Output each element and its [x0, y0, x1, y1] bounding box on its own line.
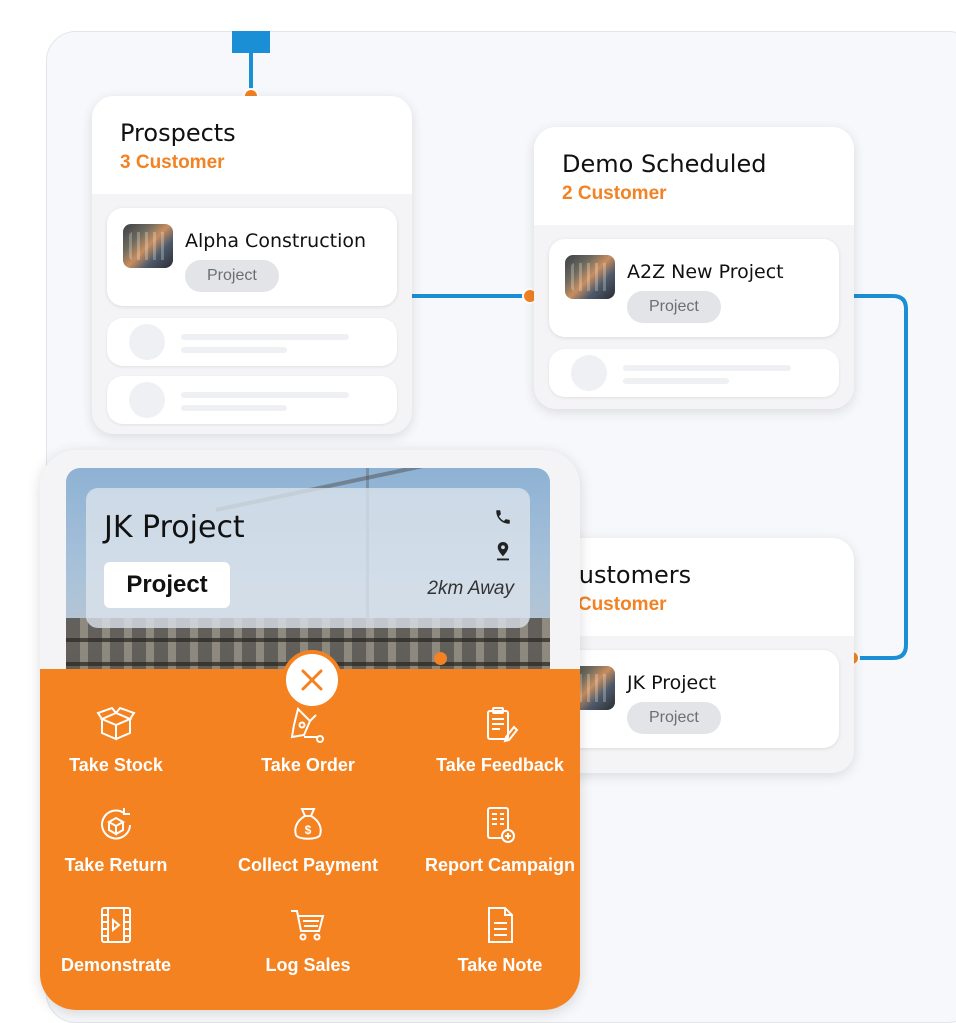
action-take-return[interactable]: Take Return — [40, 805, 206, 876]
entry-node — [232, 31, 270, 53]
phone-icon[interactable] — [494, 508, 512, 531]
cart-icon — [291, 910, 325, 941]
customer-name: Alpha Construction — [185, 230, 367, 252]
stage-title: Prospects — [120, 119, 236, 147]
customer-item[interactable]: A2Z New Project Project — [549, 239, 839, 337]
action-label: Take Order — [261, 755, 355, 775]
return-box-icon — [101, 808, 131, 840]
action-take-feedback[interactable]: Take Feedback — [410, 705, 580, 776]
clipboard-edit-icon — [487, 707, 519, 743]
stage-count: 2 Customer — [562, 183, 667, 204]
placeholder-item — [107, 318, 397, 366]
location-pin-icon[interactable] — [494, 540, 512, 567]
film-play-icon — [101, 907, 131, 943]
action-label: Report Campaign — [424, 855, 575, 875]
action-label: Take Stock — [69, 755, 163, 775]
project-distance: 2km Away — [427, 578, 514, 599]
action-label: Take Return — [64, 855, 168, 875]
action-label: Log Sales — [265, 955, 351, 975]
customer-tag: Project — [627, 291, 721, 323]
project-output-port[interactable] — [434, 652, 447, 665]
stage-card-customers[interactable]: Customers 1 Customer JK Project Project — [534, 538, 854, 773]
connector-lines — [232, 31, 908, 666]
action-log-sales[interactable]: Log Sales — [218, 905, 398, 976]
customer-name: JK Project — [627, 672, 717, 694]
stage-count: 1 Customer — [562, 594, 667, 615]
stage-title: Customers — [562, 561, 692, 589]
stage-card-prospects[interactable]: Prospects 3 Customer Alpha Construction … — [92, 96, 412, 434]
report-add-icon — [487, 807, 515, 843]
action-menu: Take Stock Take Order Take Feedback Take… — [40, 669, 580, 1010]
note-icon — [488, 907, 513, 943]
stage-header: Prospects 3 Customer — [92, 96, 412, 194]
customer-item[interactable]: Alpha Construction Project — [107, 208, 397, 306]
stage-header: Demo Scheduled 2 Customer — [534, 127, 854, 225]
stage-header: Customers 1 Customer — [534, 538, 854, 636]
placeholder-item — [107, 376, 397, 424]
stage-card-demo-scheduled[interactable]: Demo Scheduled 2 Customer A2Z New Projec… — [534, 127, 854, 409]
customer-item[interactable]: JK Project Project — [549, 650, 839, 748]
pen-nib-icon — [290, 707, 324, 743]
customer-thumbnail — [123, 224, 173, 268]
stage-count: 3 Customer — [120, 152, 225, 173]
action-report-campaign[interactable]: Report Campaign — [410, 805, 580, 876]
customer-tag: Project — [185, 260, 279, 292]
demo-to-customers-connector — [852, 294, 908, 660]
action-collect-payment[interactable]: $ Collect Payment — [218, 805, 398, 876]
stage-title: Demo Scheduled — [562, 150, 767, 178]
action-take-note[interactable]: Take Note — [410, 905, 580, 976]
action-label: Collect Payment — [237, 855, 379, 875]
close-icon — [301, 669, 323, 691]
project-info-overlay: JK Project Project 2km Away — [86, 488, 530, 628]
customer-tag: Project — [627, 702, 721, 734]
action-label: Take Note — [457, 955, 543, 975]
placeholder-item — [549, 349, 839, 397]
svg-text:$: $ — [305, 823, 312, 837]
customer-thumbnail — [565, 255, 615, 299]
action-demonstrate[interactable]: Demonstrate — [40, 905, 206, 976]
customer-name: A2Z New Project — [627, 261, 784, 283]
project-title: JK Project — [104, 510, 245, 545]
action-take-stock[interactable]: Take Stock — [40, 705, 206, 776]
action-label: Take Feedback — [436, 755, 564, 775]
action-label: Demonstrate — [60, 955, 172, 975]
project-type-badge: Project — [104, 562, 230, 608]
action-take-order[interactable]: Take Order — [218, 705, 398, 776]
box-icon — [96, 706, 136, 741]
project-detail-panel: JK Project Project 2km Away Take Stock T… — [40, 450, 580, 1010]
close-menu-button[interactable] — [282, 650, 342, 710]
money-bag-icon: $ — [294, 808, 322, 840]
